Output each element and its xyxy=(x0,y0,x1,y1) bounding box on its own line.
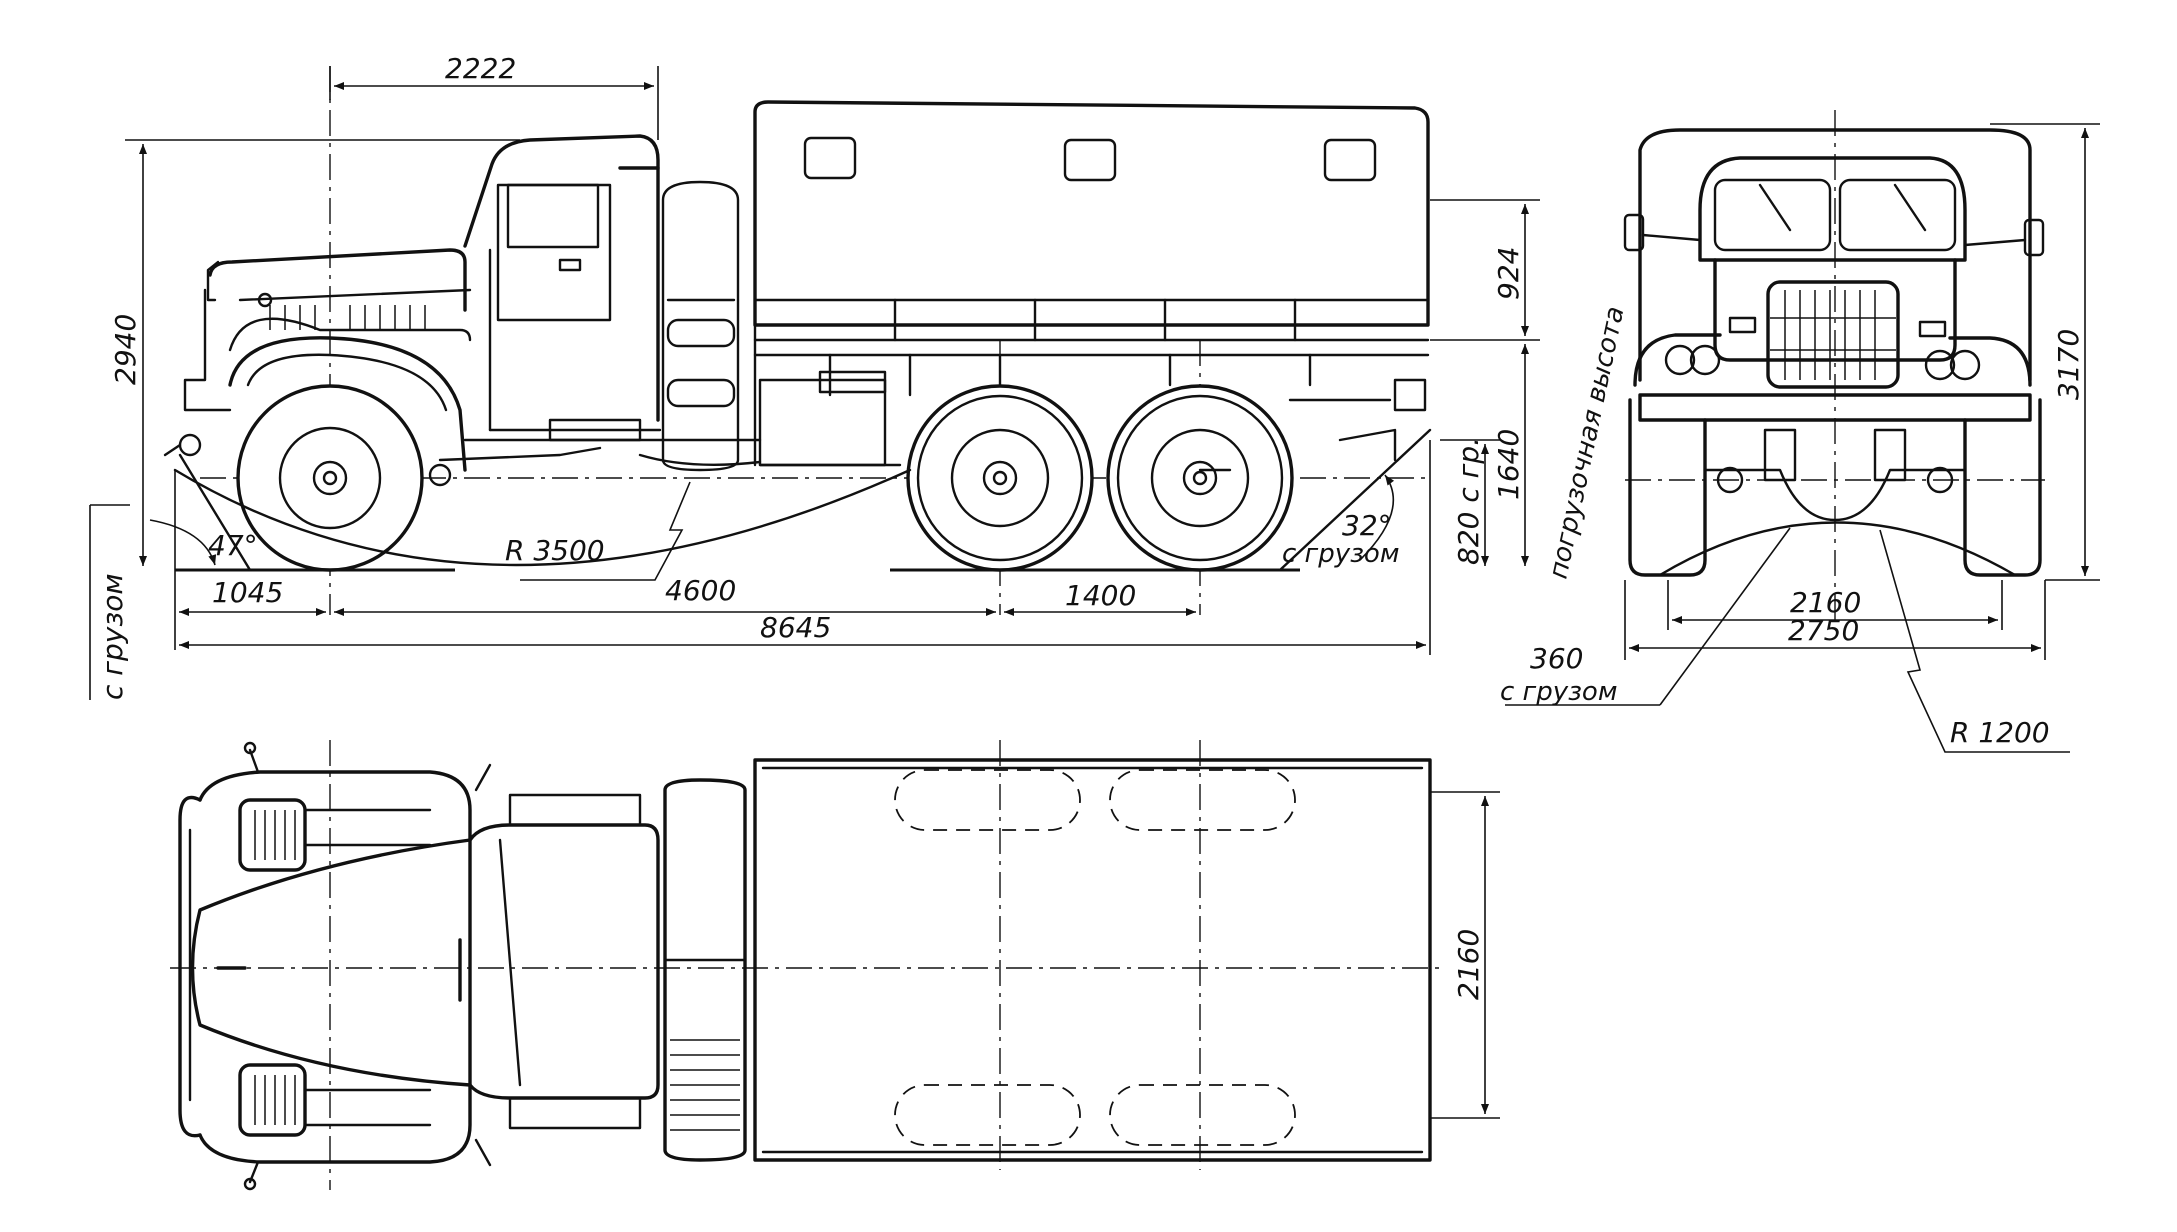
label-ground-clearance: 360 xyxy=(1530,642,1583,675)
dim-overall-length: 8645 xyxy=(179,611,1426,649)
dim-axle-spacing: 1045 4600 1400 xyxy=(174,440,1431,655)
label-ramp-radius: R 3500 xyxy=(505,534,605,567)
top-hood xyxy=(190,838,472,1087)
cargo-body xyxy=(753,100,1430,467)
top-cargo-bed xyxy=(753,758,1432,1162)
label-overall-length: 8645 xyxy=(760,611,831,644)
dim-cab-length: 2222 xyxy=(329,52,659,140)
cab xyxy=(463,134,740,472)
label-body-width: 2160 xyxy=(1452,929,1485,1000)
label-approach-angle: 47° xyxy=(208,529,258,562)
approach-note: с грузом xyxy=(89,504,130,701)
label-rear-axle-spacing: 1400 xyxy=(1065,579,1136,612)
top-front-tire-right xyxy=(238,1063,432,1137)
departure-line xyxy=(1278,428,1432,572)
label-front-height: 3170 xyxy=(2052,329,2085,400)
ramp-radius-callout: R 3500 xyxy=(505,481,691,581)
front-tarp xyxy=(1638,128,2032,382)
dim-track: 2160 xyxy=(1667,580,2003,630)
label-track: 2160 xyxy=(1790,586,1861,619)
label-departure-angle: 32° xyxy=(1342,509,1392,542)
approach-line xyxy=(178,453,252,572)
label-tarp-height: 924 xyxy=(1492,247,1525,300)
dim-frame-height: 820 с гр. xyxy=(1440,437,1500,566)
label-axle-radius: R 1200 xyxy=(1950,716,2050,749)
label-ground-clearance-note: с грузом xyxy=(1500,677,1617,707)
rear-wheel-2 xyxy=(1106,384,1294,572)
label-departure-note: с грузом xyxy=(1282,539,1399,569)
ramp-arc xyxy=(173,468,912,567)
top-front-tire-left xyxy=(238,798,432,872)
ground-clearance-callout: 360 с грузом xyxy=(1500,527,1791,707)
label-overall-height: 2940 xyxy=(109,314,142,385)
label-wheelbase: 4600 xyxy=(665,574,736,607)
label-approach-note: с грузом xyxy=(96,574,129,701)
step-grating xyxy=(670,1039,740,1131)
chassis xyxy=(428,370,1397,487)
dim-front-height: 3170 xyxy=(1990,123,2100,581)
front-view: 3170 2160 2750 360 с грузом R 1200 xyxy=(1500,110,2100,753)
side-view: 2222 2940 924 1640 погрузочная высота 82… xyxy=(89,52,1631,701)
axle-radius-callout: R 1200 xyxy=(1879,529,2070,753)
top-view: 2160 xyxy=(170,740,1500,1191)
dim-overall-width: 2750 xyxy=(1624,580,2046,660)
front-wheel xyxy=(236,384,424,572)
label-front-overhang: 1045 xyxy=(212,576,283,609)
hood-louvers xyxy=(269,305,426,330)
hood xyxy=(163,248,472,472)
label-overall-width: 2750 xyxy=(1788,614,1859,647)
dim-overall-height: 2940 xyxy=(109,139,520,566)
rear-wheel-1 xyxy=(906,384,1094,572)
dim-loading-height: 1640 погрузочная высота xyxy=(1492,304,1631,582)
top-cab-roof xyxy=(468,823,660,1100)
dim-tarp-height: 924 xyxy=(1430,199,1540,341)
dim-body-width: 2160 xyxy=(1430,791,1500,1119)
label-cab-length: 2222 xyxy=(445,52,516,85)
label-frame-height: 820 с гр. xyxy=(1452,437,1485,565)
label-loading-height-text: погрузочная высота xyxy=(1544,304,1631,582)
